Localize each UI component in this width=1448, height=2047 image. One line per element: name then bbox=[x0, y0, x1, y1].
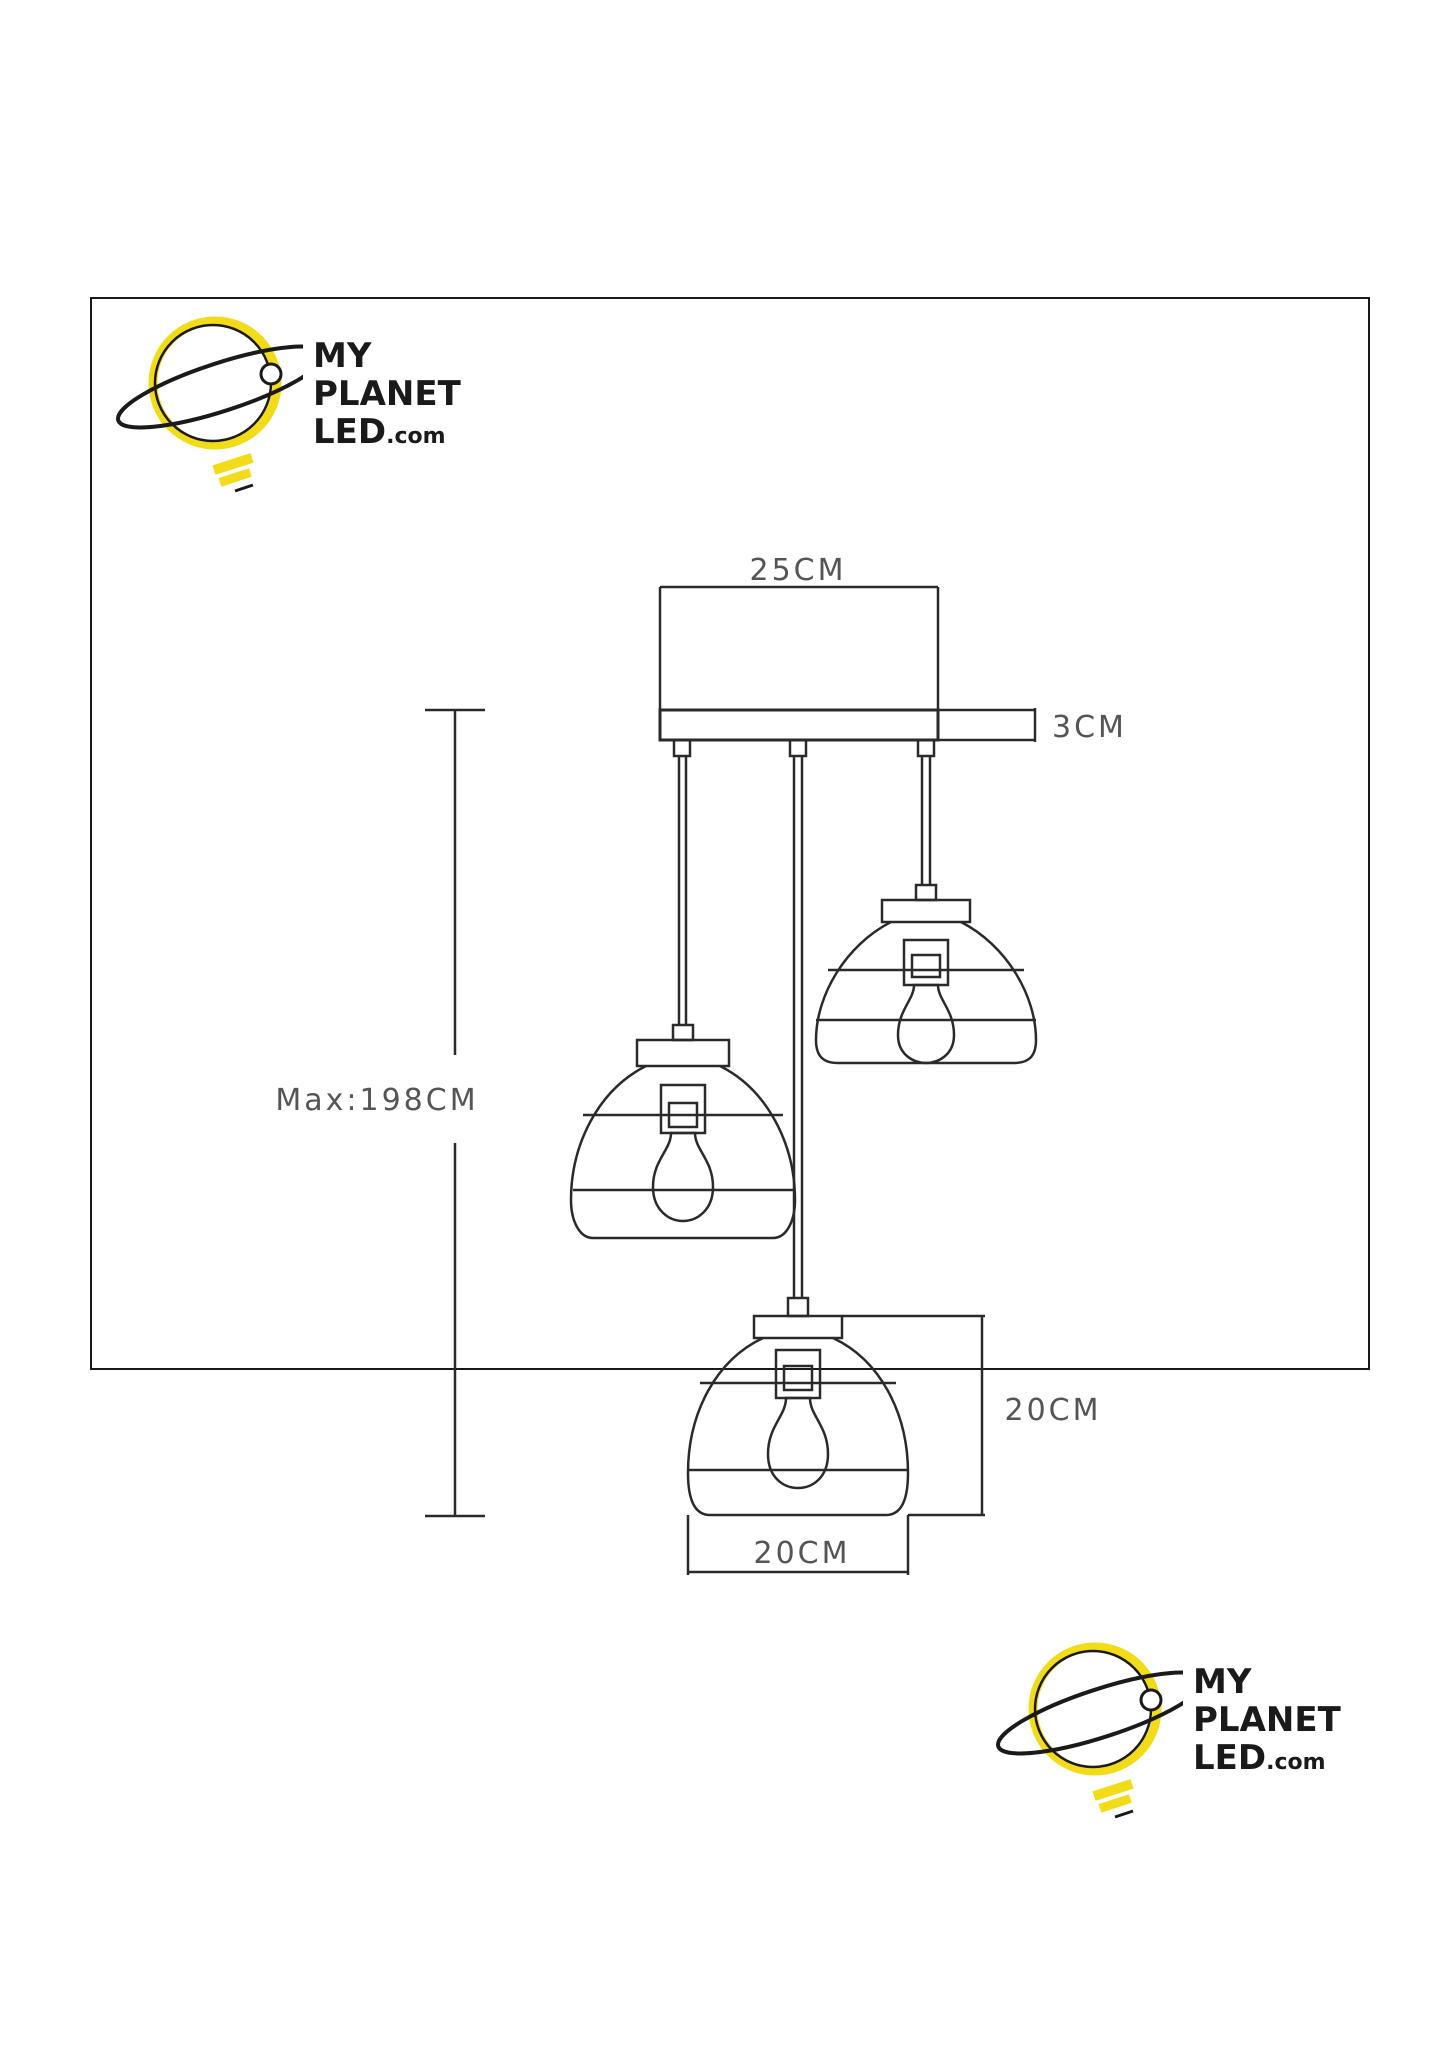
brand-line-2: PLANET bbox=[313, 374, 461, 414]
planet-bulb-icon bbox=[116, 316, 303, 493]
brand-suffix: .com bbox=[1266, 1750, 1326, 1775]
brand-wordmark: MY PLANET LED.com bbox=[313, 337, 461, 456]
brand-line-1: MY bbox=[313, 336, 372, 376]
shade-width-label: 20CM bbox=[753, 1536, 850, 1571]
brand-suffix: .com bbox=[386, 424, 446, 449]
canopy-height-label: 3CM bbox=[1052, 710, 1127, 745]
connector-right bbox=[916, 738, 936, 758]
ceiling-canopy bbox=[658, 708, 940, 742]
brand-line-3: LED bbox=[313, 412, 387, 452]
planet-bulb-icon bbox=[996, 1642, 1183, 1819]
brand-wordmark: MY PLANET LED.com bbox=[1193, 1663, 1341, 1782]
connector-left bbox=[672, 738, 692, 758]
brand-line-1: MY bbox=[1193, 1662, 1252, 1702]
brand-line-2: PLANET bbox=[1193, 1700, 1341, 1740]
pendant-left bbox=[569, 1023, 797, 1240]
shade-height-label: 20CM bbox=[1004, 1393, 1101, 1428]
brand-logo-top: MY PLANET LED.com bbox=[103, 307, 483, 497]
pendant-center bbox=[686, 1296, 910, 1517]
canopy-width-label: 25CM bbox=[749, 553, 846, 588]
drawing-frame bbox=[90, 297, 1370, 1370]
connector-center bbox=[788, 738, 808, 758]
brand-logo-bottom: MY PLANET LED.com bbox=[983, 1633, 1363, 1823]
brand-line-3: LED bbox=[1193, 1738, 1267, 1778]
pendant-right bbox=[814, 883, 1038, 1065]
max-height-label: Max:198CM bbox=[275, 1083, 478, 1118]
